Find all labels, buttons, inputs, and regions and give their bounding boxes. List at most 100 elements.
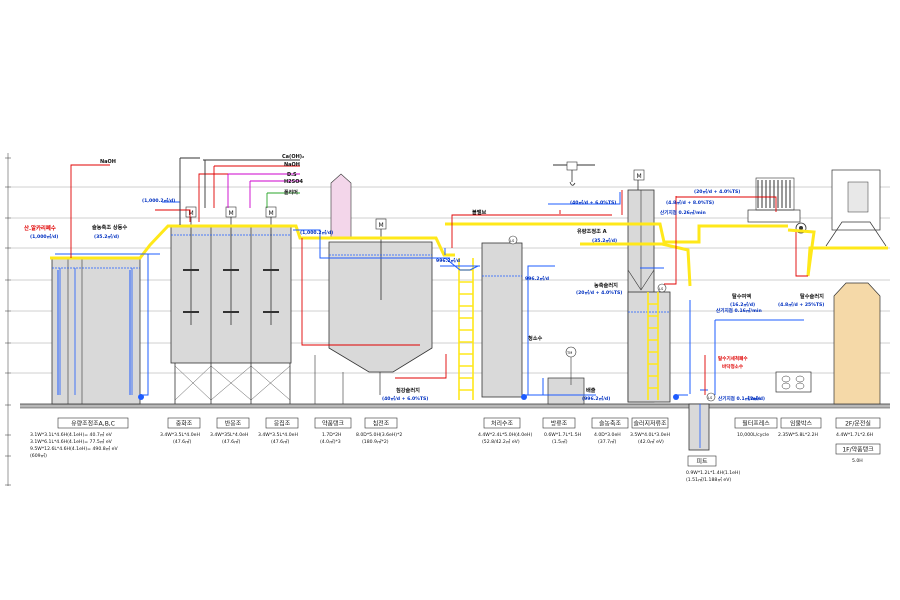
flow-4-8-label: (4.8㎥/d + 8.0%TS) [666,199,714,206]
ladder [458,258,659,400]
pit-air-label: 산기지점 0.1㎥/min [718,395,761,402]
flow-tank-label: 996.2㎥/d [525,275,549,282]
chemical-pipe [179,157,300,225]
svg-text:0.9W*1.2L*1.4H(1.1eH): 0.9W*1.2L*1.4H(1.1eH) [686,470,740,476]
svg-text:필터프레스: 필터프레스 [742,420,770,428]
flow-top2-label: (1,000.2㎥/d) [300,229,333,236]
svg-text:반응조: 반응조 [225,420,242,428]
discharge-tank: TM [547,346,585,405]
stage-label: 중화조 3.4W*3.5L*4.0eH (47.6㎥) [160,417,201,445]
svg-text:3.4W*3.5L*4.0eH: 3.4W*3.5L*4.0eH [258,432,298,438]
stage-label: 처리수조 4.4W*2.4L*5.0H(4.0eH) (52.8/42.2㎥ e… [478,417,532,445]
acid-flow-label: (1,000㎥/d) [30,233,58,240]
svg-text:1.7D*2H: 1.7D*2H [322,432,342,438]
svg-text:3.1W*3.1L*4.6H(4.1eH)= 40.7㎥ e: 3.1W*3.1L*4.6H(4.1eH)= 40.7㎥ eV [30,431,113,438]
dewater-sludge-flow-label: (4.8㎥/d + 25%TS) [778,301,824,308]
motor-icon: M [265,206,277,218]
stage-label: 임물박스 2.35W*5.8L*2.2H [778,417,822,438]
cake-air-label: 산기지점 0.16㎥/min [716,307,762,314]
svg-text:중화조: 중화조 [176,421,193,428]
dewater-filtrate-flow-label: (16.2㎥/d) [730,301,755,308]
svg-text:임물박스: 임물박스 [790,420,813,428]
reaction-tank-group [170,215,292,404]
stage-label: 슬러지저류조 3.5W*4.0L*3.0eH (42.0㎥ eV) [630,417,670,445]
motor-icon [375,218,387,230]
sludge-tank-a-label: 유량조정조 A [577,227,607,235]
svg-text:8.0D*5.0H(3.6eH)*2: 8.0D*5.0H(3.6eH)*2 [356,432,402,438]
valve-label: 볼밸브 [472,208,487,216]
dewater-sludge-label: 탈수슬러지 [800,292,824,300]
floor-wash-label: 바닥청소수 [722,363,744,370]
svg-text:슬농축조: 슬농축조 [599,420,622,428]
svg-text:(47.6㎥): (47.6㎥) [271,438,290,445]
motor-icon: M [185,206,197,218]
svg-text:M: M [637,173,642,180]
stage-label: 유량조정조A,B,C 3.1W*3.1L*4.6H(4.1eH)= 40.7㎥ … [30,417,129,459]
rate-2-label: (2㎥/d) [748,395,765,402]
svg-text:(47.6㎥): (47.6㎥) [173,438,192,445]
settling-sludge-label: 침강슬러지 [396,386,420,394]
svg-text:방류조: 방류조 [551,420,568,428]
stage-label: 반응조 3.4W*35L*4.0eH (47.6㎥) [210,417,250,445]
svg-text:3.4W*35L*4.0eH: 3.4W*35L*4.0eH [210,432,248,438]
svg-text:처리수조: 처리수조 [491,420,514,428]
svg-text:유량조정조A,B,C: 유량조정조A,B,C [71,421,115,428]
h2so4-label: H2SO4 [284,179,304,185]
motor-icon [633,169,645,181]
pit-label: 피트 0.9W*1.2L*1.4H(1.1eH) (1.51㎥/1.188㎥ e… [686,455,740,483]
polymer-label: 폴리머 [284,189,298,196]
pit-tank: LS [688,392,716,451]
chemical-tank [330,173,352,239]
svg-text:1F/약품탱크: 1F/약품탱크 [842,446,874,454]
stage-label: 방류조 0.6W*1.7L*1.5H (1.5㎥) [542,417,581,445]
clarifier-tank: M [314,218,433,404]
svg-text:슬러지저류조: 슬러지저류조 [633,420,667,428]
crane-hook-icon [553,161,595,186]
svg-text:5.0H: 5.0H [852,458,863,464]
svg-text:LS: LS [708,396,713,400]
clean-water-label: 청소수 [528,334,543,342]
svg-text:TM: TM [566,351,572,355]
water-pipe [55,192,804,396]
flow-40-label: (40㎥/d + 6.0%TS) [570,199,616,206]
ground-line [20,403,890,409]
stage-label: 침전조 8.0D*5.0H(3.6eH)*2 (180.9㎥*2) [356,417,402,445]
conc-flow-label: (35.2㎥/d) [94,233,119,240]
svg-text:M: M [269,210,274,217]
svg-text:LS: LS [510,239,515,243]
svg-text:(42.0㎥ eV): (42.0㎥ eV) [638,438,664,445]
stage-label: 2F/운전실 4.4W*1.7L*2.6H [835,417,881,438]
svg-text:2.35W*5.8L*2.2H: 2.35W*5.8L*2.2H [778,432,818,438]
svg-text:M: M [189,210,194,217]
svg-text:피트: 피트 [696,458,708,466]
svg-text:(609㎥): (609㎥) [30,452,47,459]
svg-text:2F/운전실: 2F/운전실 [845,420,871,428]
caoh2-label: Ca(OH)₂ [282,154,304,160]
dewater-filtrate-label: 탈수여액 [732,292,751,300]
flow-mid-label: 996.2㎥/d [436,257,460,264]
svg-text:(47.6㎥): (47.6㎥) [222,438,241,445]
machine-wash-label: 탈수기세척폐수 [718,355,748,362]
settling-flow-label: (40㎥/d + 6.0%TS) [382,395,428,402]
svg-text:M: M [229,210,234,217]
elevation-scale [5,153,11,486]
stage-label: 필터프레스 10,000L/cycle [734,417,778,438]
svg-text:3.4W*3.5L*4.0eH: 3.4W*3.5L*4.0eH [160,432,200,438]
svg-text:9.5W*12.6L*4.6H(4.1eH)= 490.8㎥: 9.5W*12.6L*4.6H(4.1eH)= 490.8㎥ eV [30,445,118,452]
naoh-label: NaOH [284,162,300,168]
svg-text:(37.7㎥): (37.7㎥) [598,438,617,445]
naoh-left-label: NaOH [100,159,116,165]
cake-box [775,371,812,393]
stage-label: 1F/약품탱크 5.0H [835,443,881,464]
svg-text:(1.51㎥/1.188㎥ eV): (1.51㎥/1.188㎥ eV) [686,476,731,483]
motor-icon: M [225,206,237,218]
equalization-tank [51,257,144,405]
operation-room [825,169,887,247]
stage-label: 응집조 3.4W*3.5L*4.0eH (47.6㎥) [258,417,299,445]
stage-label: 슬농축조 4.0D*3.0eH (37.7㎥) [591,417,629,445]
svg-text:10,000L/cycle: 10,000L/cycle [737,432,769,438]
svg-text:0.6W*1.7L*1.5H: 0.6W*1.7L*1.5H [544,432,581,438]
sludge-tank-a-flow-label: (35.2㎥/d) [592,237,617,244]
svg-text:3.5W*4.0L*3.0eH: 3.5W*4.0L*3.0eH [630,432,670,438]
